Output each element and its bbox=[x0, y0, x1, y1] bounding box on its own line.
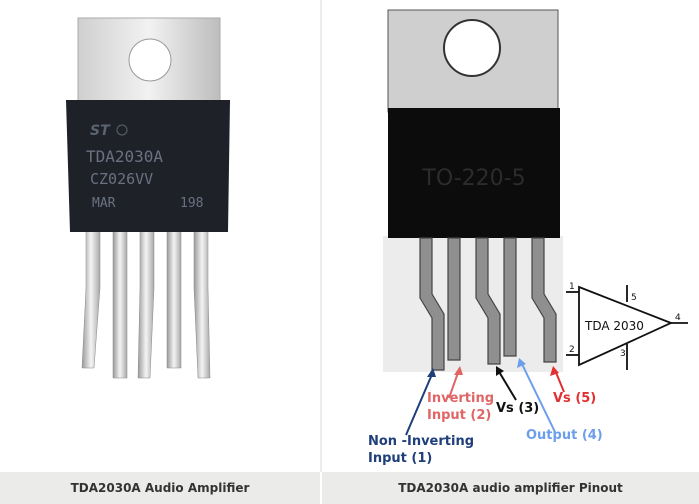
package-pin-3 bbox=[475, 237, 501, 365]
label-line: Inverting bbox=[427, 391, 495, 406]
chip-photo-panel: ST TDA2030A CZ026VV MAR 198 bbox=[0, 0, 320, 472]
marking-part: TDA2030A bbox=[86, 147, 163, 166]
package-pin-4 bbox=[503, 237, 517, 357]
chip-pin bbox=[137, 227, 155, 379]
package-pin-1 bbox=[419, 237, 445, 371]
arrowhead-vs5 bbox=[550, 366, 559, 376]
label-output: Output (4) bbox=[526, 428, 603, 443]
pinout-panel: TO-220-5 TDA 2030 1 2 3 4 bbox=[322, 0, 699, 472]
arrowhead-output bbox=[517, 358, 526, 368]
label-non-inverting-input: Non -Inverting Input (1) bbox=[368, 433, 474, 467]
mounting-hole bbox=[128, 38, 172, 82]
pinout-diagram: TO-220-5 TDA 2030 1 2 3 4 bbox=[383, 9, 688, 436]
caption-pinout: TDA2030A audio amplifier Pinout bbox=[322, 472, 699, 504]
symbol-pin-number: 3 bbox=[620, 349, 626, 359]
package-pin-2 bbox=[447, 237, 461, 361]
st-logo: ST bbox=[90, 123, 111, 139]
arrow-vs3 bbox=[497, 369, 517, 401]
arrow-non-inverting bbox=[405, 371, 434, 436]
symbol-label: TDA 2030 bbox=[584, 319, 644, 333]
arrowhead-vs3 bbox=[496, 366, 504, 376]
logo-mark bbox=[116, 124, 128, 136]
package-label: TO-220-5 bbox=[421, 166, 525, 191]
caption-photo: TDA2030A Audio Amplifier bbox=[0, 472, 320, 504]
label-inverting-input: Inverting Input (2) bbox=[427, 390, 494, 424]
arrowhead-inverting bbox=[454, 366, 463, 375]
marking-lot: CZ026VV bbox=[90, 170, 153, 188]
package-hole bbox=[443, 19, 501, 77]
symbol-pin-number: 2 bbox=[569, 345, 575, 355]
arrowhead-non-inverting bbox=[427, 368, 436, 377]
symbol-pin-number: 1 bbox=[569, 282, 575, 292]
label-vs3: Vs (3) bbox=[496, 401, 540, 416]
amplifier-symbol bbox=[578, 285, 674, 367]
label-vs5: Vs (5) bbox=[553, 391, 597, 406]
chip-body bbox=[66, 100, 230, 232]
panel-divider bbox=[320, 0, 322, 472]
label-line: Input (1) bbox=[368, 451, 433, 466]
chip-pin bbox=[112, 227, 128, 379]
chip-pin bbox=[81, 227, 101, 369]
label-line: Non -Inverting bbox=[368, 434, 475, 449]
label-line: Input (2) bbox=[427, 408, 492, 423]
symbol-pin-number: 5 bbox=[631, 293, 637, 303]
chip-pin bbox=[166, 227, 182, 369]
tda2030a-photo: ST TDA2030A CZ026VV MAR 198 bbox=[66, 17, 230, 379]
package-pin-5 bbox=[531, 237, 557, 363]
package-body bbox=[388, 108, 560, 238]
symbol-pin-number: 4 bbox=[675, 313, 681, 323]
arrow-output bbox=[520, 361, 556, 433]
marking-origin: MAR bbox=[92, 196, 116, 211]
marking-date: 198 bbox=[180, 196, 203, 211]
chip-pin bbox=[193, 227, 211, 379]
